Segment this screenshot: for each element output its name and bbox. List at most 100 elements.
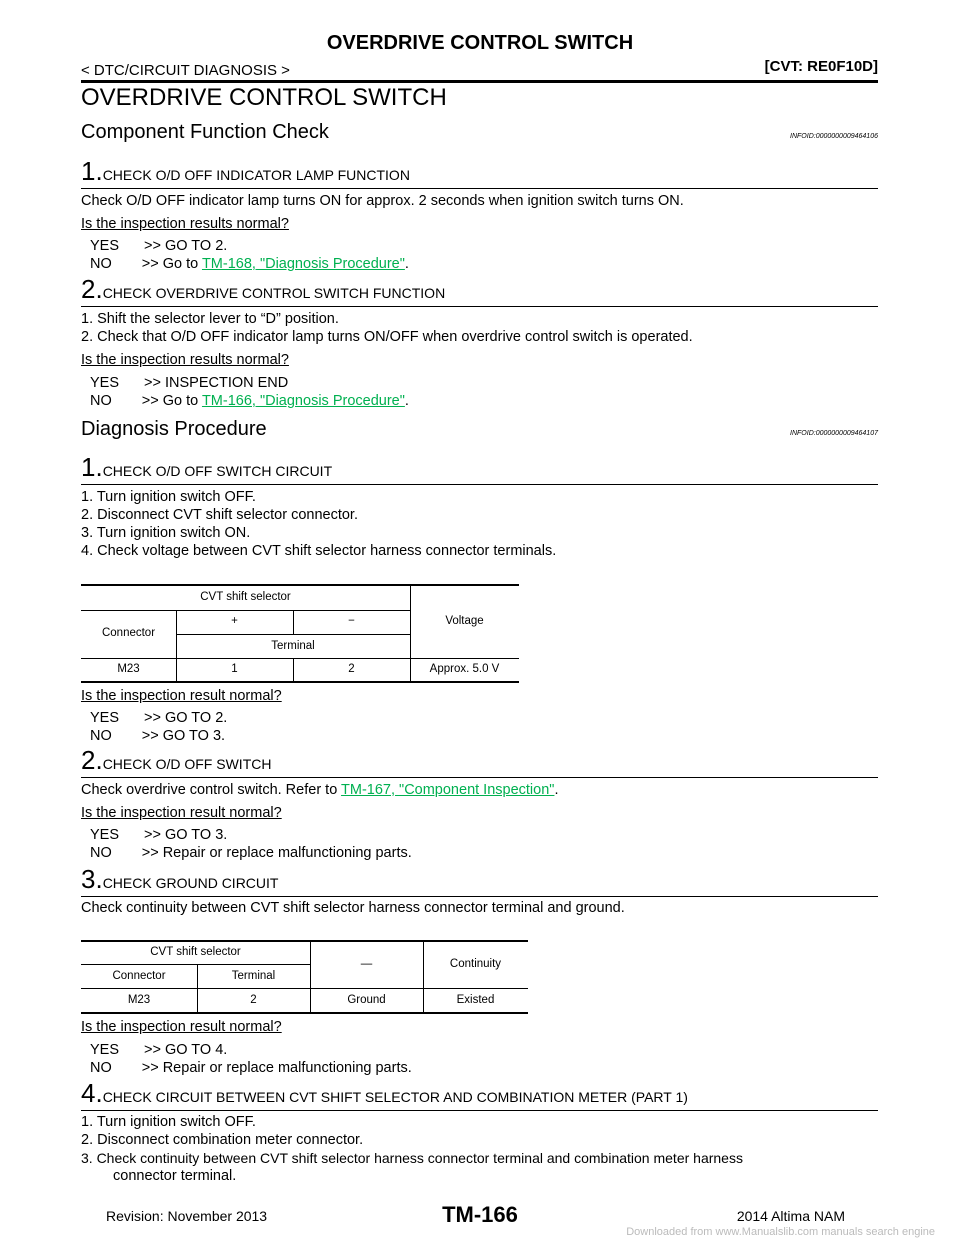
no-action: >> GO TO 3. — [141, 728, 226, 744]
step-title: CHECK O/D OFF SWITCH — [102, 756, 272, 772]
no-action: >> Go to — [141, 256, 202, 272]
inspection-question: Is the inspection results normal? — [81, 216, 289, 232]
table-header-connector: Connector — [101, 627, 156, 639]
instruction-text: Check continuity between CVT shift selec… — [81, 900, 625, 916]
step-heading: 1.CHECK O/D OFF SWITCH CIRCUIT — [81, 452, 332, 483]
table-header-terminal: Terminal — [231, 970, 276, 982]
answer-yes: YES >> GO TO 2. — [90, 238, 227, 254]
step-title: CHECK O/D OFF SWITCH CIRCUIT — [102, 463, 333, 479]
step-number: 3. — [81, 864, 103, 894]
step-heading: 2.CHECK OVERDRIVE CONTROL SWITCH FUNCTIO… — [81, 274, 445, 305]
header-title: OVERDRIVE CONTROL SWITCH — [326, 32, 634, 54]
vehicle-model: 2014 Altima NAM — [736, 1208, 845, 1224]
step-title: CHECK O/D OFF INDICATOR LAMP FUNCTION — [102, 167, 410, 183]
table-header-terminal: Terminal — [271, 640, 315, 652]
no-label: NO — [90, 1060, 112, 1076]
step-heading: 4.CHECK CIRCUIT BETWEEN CVT SHIFT SELECT… — [81, 1078, 688, 1109]
step-title: CHECK GROUND CIRCUIT — [102, 875, 279, 891]
inspection-question: Is the inspection result normal? — [81, 688, 282, 704]
yes-action: >> GO TO 4. — [144, 1042, 228, 1058]
header-rule — [81, 80, 878, 83]
component-inspection-link[interactable]: TM-167, "Component Inspection" — [341, 782, 555, 798]
instruction-text: Check overdrive control switch. Refer to… — [81, 782, 559, 798]
answer-yes: YES >> GO TO 4. — [90, 1042, 227, 1058]
section-title-component-function-check: Component Function Check — [81, 121, 329, 143]
table-cell: Approx. 5.0 V — [429, 663, 500, 675]
table-group-header: CVT shift selector — [200, 591, 291, 603]
yes-action: >> GO TO 2. — [144, 710, 228, 726]
answer-yes: YES>> GO TO 2. — [90, 710, 227, 726]
yes-label: YES — [90, 827, 120, 843]
instruction-line: 1. Turn ignition switch OFF. — [81, 489, 256, 505]
yes-action: >> GO TO 2. — [144, 238, 228, 254]
table-header-continuity: Continuity — [449, 958, 502, 970]
no-label: NO — [90, 256, 112, 272]
yes-label: YES — [90, 238, 120, 254]
watermark: Downloaded from www.Manualslib.com manua… — [626, 1226, 935, 1238]
step-number: 4. — [81, 1078, 103, 1108]
diagnosis-procedure-link[interactable]: TM-168, "Diagnosis Procedure" — [201, 256, 405, 272]
inspection-question: Is the inspection result normal? — [81, 805, 282, 821]
table-cell: Ground — [347, 994, 386, 1006]
step-number: 2. — [81, 745, 103, 775]
step-number: 1. — [81, 156, 103, 186]
step-heading: 1.CHECK O/D OFF INDICATOR LAMP FUNCTION — [81, 156, 410, 187]
instruction-line: 2. Check that O/D OFF indicator lamp tur… — [81, 329, 693, 345]
step-heading: 2.CHECK O/D OFF SWITCH — [81, 745, 271, 776]
table-header-voltage: Voltage — [445, 615, 484, 627]
inspection-question: Is the inspection result normal? — [81, 1019, 282, 1035]
answer-no: NO >> Repair or replace malfunctioning pa… — [90, 845, 412, 861]
answer-no: NO >> Go to TM-168, "Diagnosis Procedure"… — [90, 256, 409, 272]
instruction-line: 3. Turn ignition switch ON. — [81, 525, 251, 541]
table-cell: 2 — [348, 663, 355, 675]
answer-yes: YES >> INSPECTION END — [90, 375, 288, 391]
step-rule — [81, 896, 878, 897]
step-rule — [81, 484, 878, 485]
step-rule — [81, 188, 878, 189]
no-label: NO — [90, 393, 112, 409]
instruction-line: 1. Shift the selector lever to “D” posit… — [81, 311, 339, 327]
section-title-diagnosis-procedure: Diagnosis Procedure — [81, 418, 267, 440]
inspection-question: Is the inspection results normal? — [81, 352, 289, 368]
step-heading: 3.CHECK GROUND CIRCUIT — [81, 864, 278, 895]
instruction-text: Check O/D OFF indicator lamp turns ON fo… — [81, 193, 684, 209]
table-header-dash: — — [360, 958, 373, 970]
yes-label: YES — [90, 1042, 120, 1058]
step-rule — [81, 777, 878, 778]
info-id: INFOID:0000000009464106 — [790, 133, 878, 140]
instruction-line: 3. Check continuity between CVT shift se… — [81, 1150, 743, 1166]
step-title: CHECK CIRCUIT BETWEEN CVT SHIFT SELECTOR… — [102, 1089, 688, 1105]
step-number: 1. — [81, 452, 103, 482]
no-label: NO — [90, 728, 112, 744]
yes-action: >> INSPECTION END — [144, 375, 289, 391]
diagnosis-procedure-link[interactable]: TM-166, "Diagnosis Procedure" — [201, 393, 405, 409]
no-label: NO — [90, 845, 112, 861]
step-rule — [81, 1110, 878, 1111]
answer-no: NO >> GO TO 3. — [90, 728, 225, 744]
table-group-header: CVT shift selector — [150, 946, 241, 958]
step-title: CHECK OVERDRIVE CONTROL SWITCH FUNCTION — [102, 285, 446, 301]
instruction-line: 2. Disconnect combination meter connecto… — [81, 1132, 364, 1148]
table-cell: M23 — [127, 994, 151, 1006]
no-action: >> Repair or replace malfunctioning part… — [141, 845, 412, 861]
yes-label: YES — [90, 375, 120, 391]
breadcrumb: < DTC/CIRCUIT DIAGNOSIS > — [81, 62, 290, 79]
table-cell: M23 — [117, 663, 140, 675]
table-cell: 1 — [231, 663, 238, 675]
answer-yes: YES >> GO TO 3. — [90, 827, 227, 843]
answer-no: NO >> Go to TM-166, "Diagnosis Procedure"… — [90, 393, 409, 409]
answer-no: NO >> Repair or replace malfunctioning pa… — [90, 1060, 412, 1076]
instruction-line: 1. Turn ignition switch OFF. — [81, 1114, 256, 1130]
no-action: >> Repair or replace malfunctioning part… — [141, 1060, 412, 1076]
instruction-line-continued: connector terminal. — [113, 1168, 237, 1184]
page-number: TM-166 — [442, 1202, 518, 1227]
instruction-line: 4. Check voltage between CVT shift selec… — [81, 543, 557, 559]
model-code: [CVT: RE0F10D] — [764, 58, 878, 75]
no-action: >> Go to — [141, 393, 202, 409]
table-cell: 2 — [250, 994, 257, 1006]
info-id: INFOID:0000000009464107 — [790, 430, 878, 437]
table-header-minus: − — [348, 615, 355, 627]
yes-action: >> GO TO 3. — [144, 827, 228, 843]
table-header-plus: + — [231, 615, 238, 627]
